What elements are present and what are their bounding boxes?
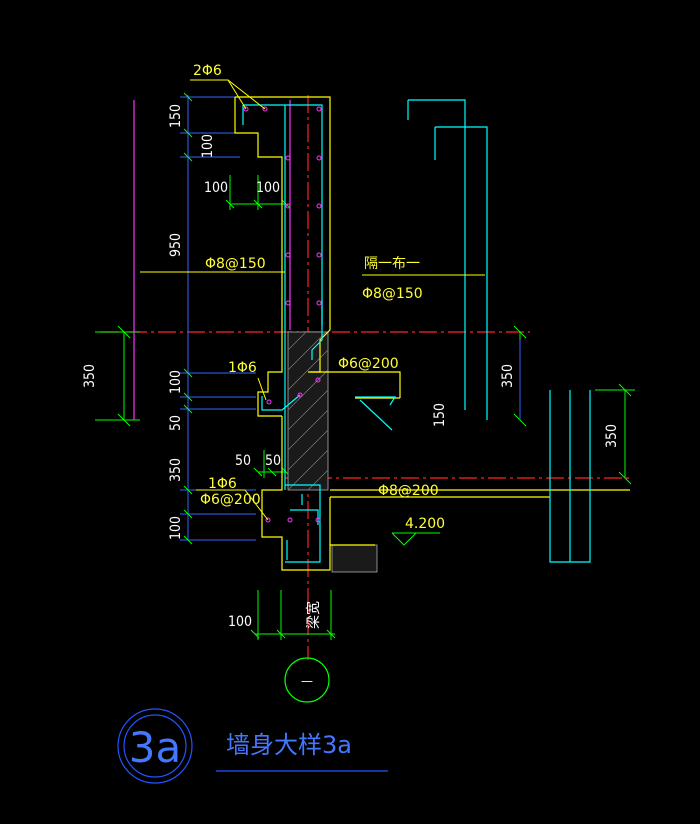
- axis-bubble-label: —: [301, 674, 313, 688]
- concrete-hatch: [287, 331, 378, 573]
- dim-left-100c: 100: [168, 516, 184, 540]
- dim-left-950: 950: [168, 233, 184, 257]
- rebar-dots: [243, 106, 322, 523]
- vertical-bar-label: Φ8@150: [205, 256, 266, 272]
- leader-lines: [140, 79, 485, 521]
- dim-mid-width-2: 50: [265, 453, 281, 469]
- axis-bubble: —: [284, 657, 330, 703]
- wall-outline: [234, 96, 630, 571]
- dim-left-350: 350: [168, 458, 184, 482]
- dim-hook: 150: [432, 403, 448, 427]
- rebar-lines: [242, 99, 591, 563]
- dim-top-width-1: 100: [204, 180, 228, 196]
- dim-top-width-2: 100: [256, 180, 280, 196]
- dim-left-height: 350: [82, 364, 98, 388]
- drawing-title: 墙身大样3a: [226, 731, 352, 759]
- beam-width-label: 梁宽: [305, 601, 322, 629]
- alternate-bar-label: Φ8@150: [362, 286, 423, 302]
- dim-left-100b: 100: [168, 370, 184, 394]
- dim-left-100a: 100: [200, 134, 216, 158]
- title-badge-text: 3a: [129, 723, 181, 772]
- alternate-label: 隔一布一: [364, 256, 420, 272]
- lower-bar-a-label: 1Φ6: [208, 476, 237, 492]
- dim-mid-width-1: 50: [235, 453, 251, 469]
- top-bar-label: 2Φ6: [193, 63, 222, 79]
- lower-bar-b-label: Φ6@200: [200, 492, 261, 508]
- dim-right-outer: 350: [604, 424, 620, 448]
- dim-right-inner: 350: [500, 364, 516, 388]
- elevation-label: 4.200: [405, 516, 445, 532]
- magenta-guides: [133, 100, 291, 420]
- title-badge: 3a: [117, 708, 193, 784]
- extension-lines: [180, 95, 521, 541]
- beam-bar-label: Φ8@200: [378, 483, 439, 499]
- dim-left-50: 50: [168, 415, 184, 431]
- stirrup-upper-label: Φ6@200: [338, 356, 399, 372]
- dim-left-150: 150: [168, 104, 184, 128]
- left-dimension-ticks: [183, 92, 193, 545]
- ledge-bar-label: 1Φ6: [228, 360, 257, 376]
- dimension-lines: [95, 175, 635, 640]
- dim-bottom-width: 100: [228, 614, 252, 630]
